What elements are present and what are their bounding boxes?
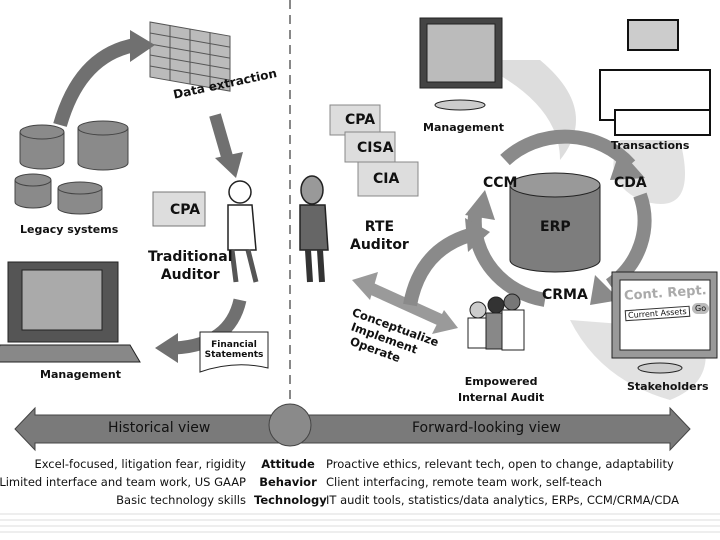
- rte-auditor-label: RTE Auditor: [350, 218, 409, 254]
- cert-cia: CIA: [373, 171, 400, 187]
- internal-audit-team-icon: [467, 293, 525, 351]
- timeline-center-circle: [268, 403, 312, 447]
- certificate-scrolls-icon: [329, 104, 419, 197]
- label-line: RTE: [364, 219, 395, 235]
- historical-view-label: Historical view: [108, 420, 211, 436]
- down-arrow-icon: [209, 113, 234, 162]
- cash-register-icon: [599, 19, 711, 136]
- stakeholders-label: Stakeholders: [627, 380, 709, 393]
- cert-cpa: CPA: [345, 112, 376, 128]
- management-left-label: Management: [40, 368, 121, 381]
- legacy-databases-icon: [14, 120, 129, 215]
- behavior-forward: Client interfacing, remote team work, se…: [326, 475, 602, 489]
- forward-view-label: Forward-looking view: [412, 420, 561, 436]
- label-line: Auditor: [350, 237, 409, 253]
- cda-label: CDA: [614, 175, 647, 191]
- attitude-historical: Excel-focused, litigation fear, rigidity: [34, 457, 246, 471]
- double-arrow-icon: [367, 282, 448, 328]
- cpa-badge-label: CPA: [170, 202, 201, 218]
- technology-historical: Basic technology skills: [116, 493, 246, 507]
- timeline-arrow: [14, 403, 691, 452]
- erp-database-icon: [509, 172, 601, 273]
- label-line: Financial: [211, 340, 257, 350]
- attitude-forward: Proactive ethics, relevant tech, open to…: [326, 457, 674, 471]
- technology-forward: IT audit tools, statistics/data analytic…: [326, 493, 679, 507]
- management-monitor-icon: [419, 17, 503, 111]
- crma-label: CRMA: [542, 287, 588, 303]
- transactions-label: Transactions: [611, 139, 690, 152]
- curved-arrow-icon: [53, 38, 137, 127]
- management-right-label: Management: [423, 121, 504, 134]
- behavior-historical: Limited interface and team work, US GAAP: [0, 475, 246, 489]
- label-line: Internal Audit: [458, 391, 545, 404]
- footer-lines: [0, 513, 720, 533]
- cpa-scroll-icon: [152, 191, 206, 227]
- cert-cisa: CISA: [357, 140, 394, 156]
- label-line: Auditor: [160, 267, 220, 283]
- rte-auditor-figure: [299, 175, 329, 283]
- legacy-systems-label: Legacy systems: [20, 223, 119, 236]
- label-line: Traditional: [148, 249, 233, 265]
- spreadsheet-icon: [149, 21, 231, 92]
- stakeholders-monitor-icon: [611, 271, 718, 374]
- label-line: Empowered: [464, 375, 538, 388]
- financial-statements-doc: [199, 331, 269, 373]
- label-line: Statements: [204, 350, 264, 360]
- ccm-label: CCM: [483, 175, 518, 191]
- erp-label: ERP: [540, 219, 571, 235]
- technology-label: Technology: [254, 493, 327, 507]
- traditional-auditor-figure: [227, 180, 259, 283]
- behavior-label: Behavior: [259, 475, 317, 489]
- management-computer-icon: [0, 261, 141, 363]
- report-go-button[interactable]: Go: [692, 303, 710, 314]
- attitude-label: Attitude: [261, 457, 315, 471]
